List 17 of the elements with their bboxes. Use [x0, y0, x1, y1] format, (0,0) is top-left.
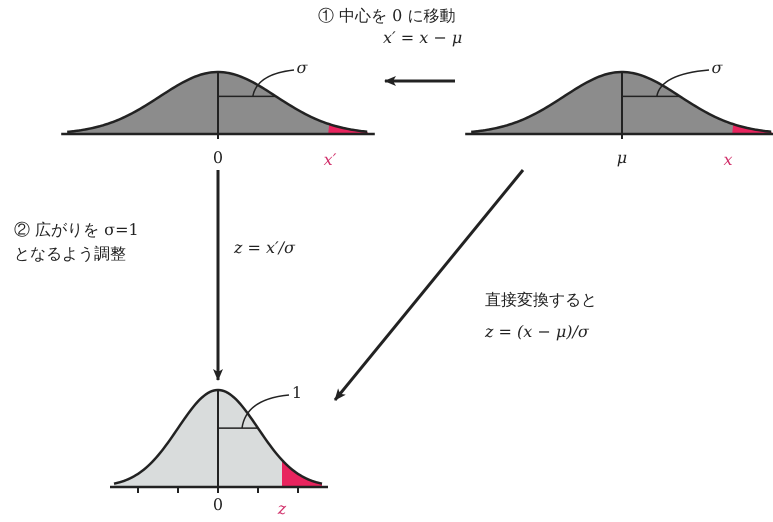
- edge-label: z = (x − μ)/σ: [485, 322, 589, 342]
- axis-label: 0: [212, 149, 224, 167]
- axis-label: μ: [616, 149, 628, 167]
- step-note: ① 中心を 0 に移動: [318, 5, 456, 27]
- edge-label: x′ = x − μ: [383, 28, 462, 48]
- arrow: [334, 169, 524, 401]
- arrow: [384, 76, 455, 86]
- sigma-label: σ: [296, 59, 308, 77]
- axis-label: 0: [212, 496, 224, 514]
- step-note: ② 広がりを σ=1 となるよう調整: [14, 219, 140, 265]
- arrow: [213, 170, 223, 381]
- axis-label: x: [723, 151, 733, 169]
- edge-label: z = x′/σ: [234, 238, 295, 258]
- sigma-label: σ: [712, 59, 722, 77]
- axis-label: x′: [324, 151, 336, 169]
- axis-label: z: [278, 500, 286, 518]
- step-note: 直接変換すると: [485, 289, 597, 311]
